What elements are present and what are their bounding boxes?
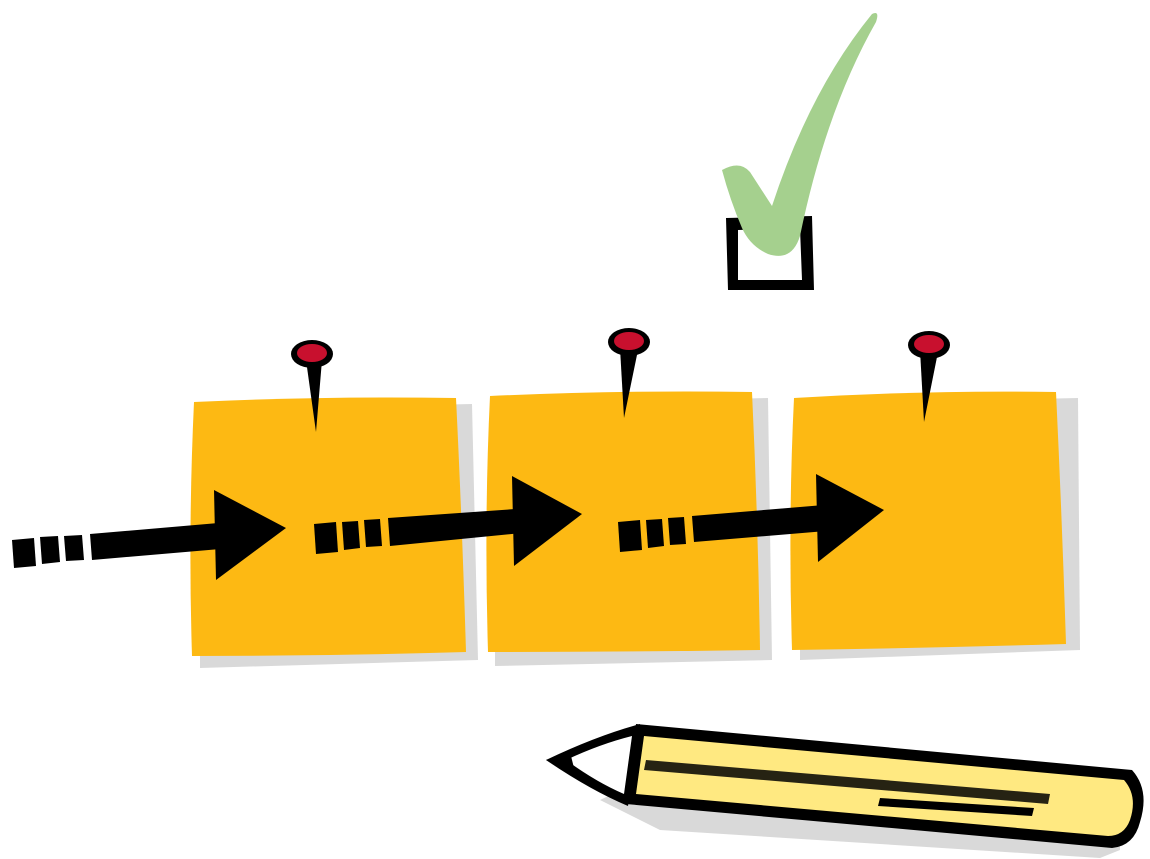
checkbox-group (722, 13, 877, 290)
pencil (546, 724, 1144, 858)
checkmark-icon (722, 13, 877, 256)
